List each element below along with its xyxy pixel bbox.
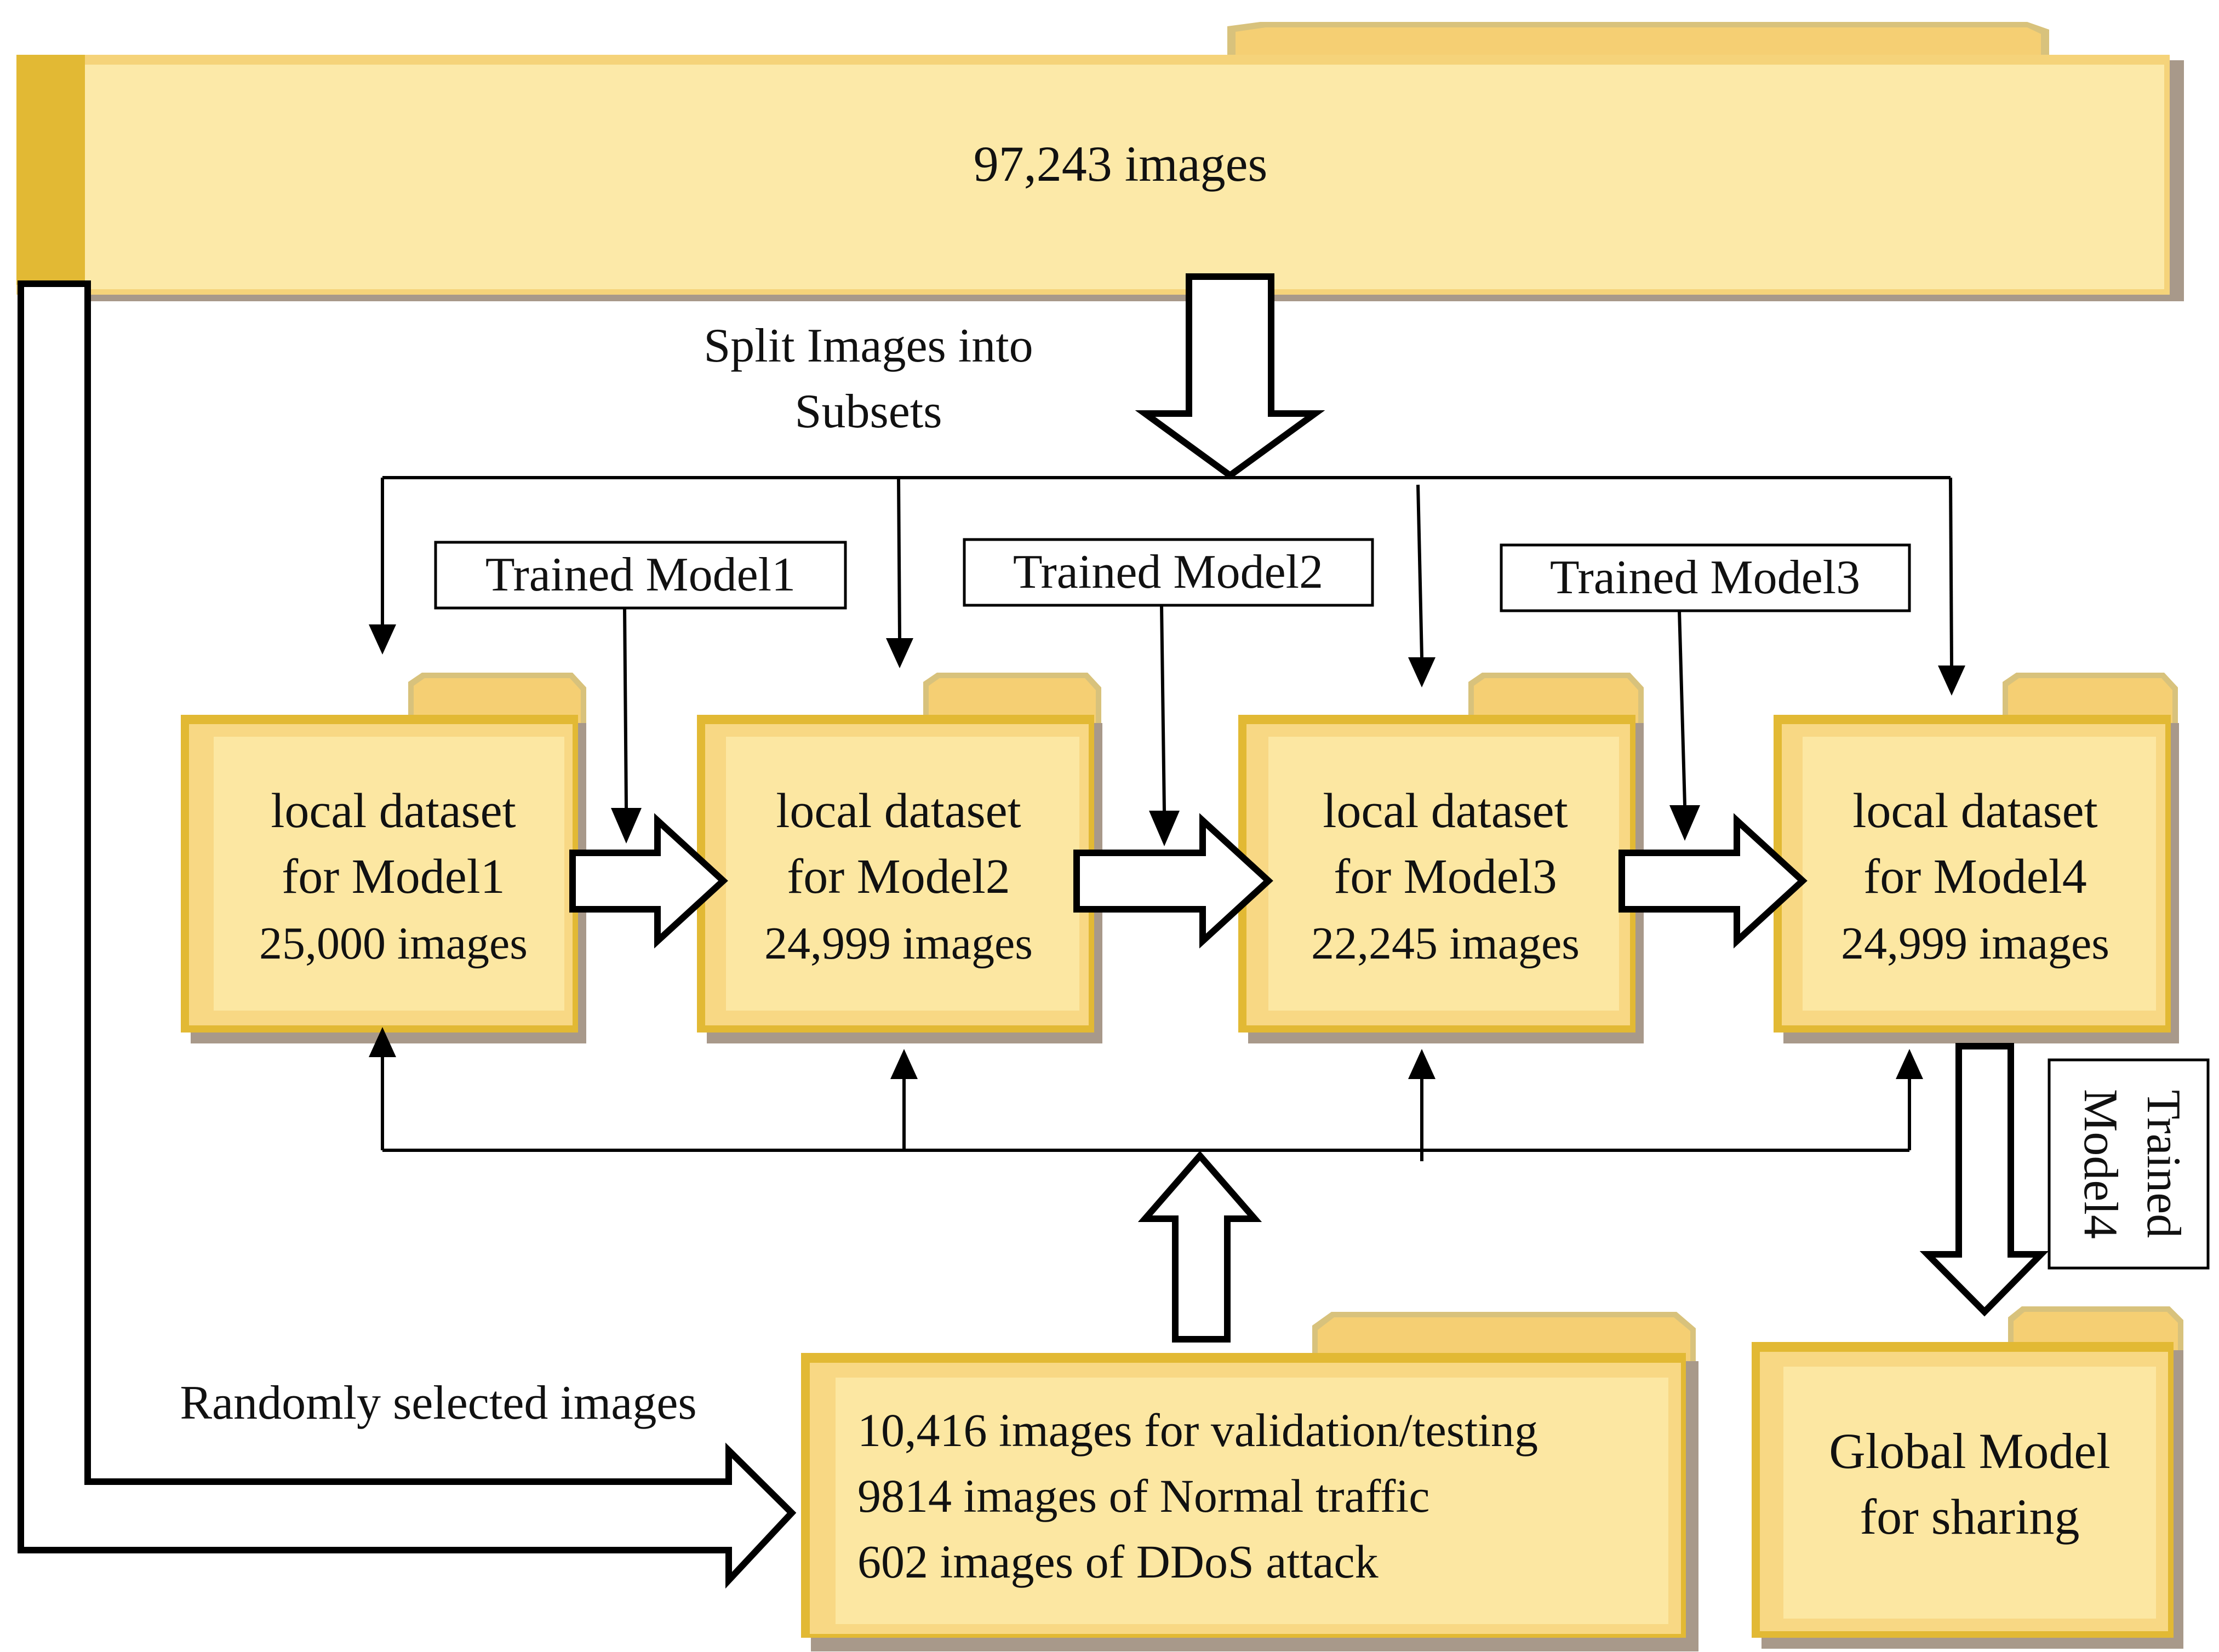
validation-up-arrow [1137, 1150, 1262, 1343]
model3-to-folder4-arrow [1619, 813, 1808, 949]
global-model-folder: Global Model for sharing [1752, 1306, 2183, 1649]
local-dataset-folder-1: local dataset for Model1 25,000 images [181, 673, 586, 1043]
arrowhead [1896, 1049, 1923, 1079]
arrowhead [1408, 1049, 1436, 1079]
folder-2-line2: for Model2 [787, 850, 1010, 904]
arrowhead [1938, 666, 1965, 696]
arrowhead [369, 624, 396, 655]
random-selection-label: Randomly selected images [180, 1376, 696, 1430]
top-folder: 97,243 images [16, 22, 2184, 301]
split-label-line1: Split Images into [704, 319, 1033, 372]
arrowhead [611, 808, 642, 844]
model4-to-global-arrow [1919, 1043, 2049, 1317]
svg-text:Trained Model3: Trained Model3 [1550, 551, 1860, 604]
folder-2-line1: local dataset [776, 784, 1021, 838]
model2-to-folder3-arrow [1073, 813, 1273, 949]
folder-4-line1: local dataset [1852, 784, 2097, 838]
validation-folder: 10,416 images for validation/testing 981… [801, 1312, 1698, 1651]
validation-line2: 9814 images of Normal traffic [857, 1470, 1429, 1522]
trained-model1-label: Trained Model1 [434, 541, 847, 844]
distribution-lines [369, 476, 1965, 696]
folder-3-line3: 22,245 images [1311, 918, 1580, 969]
arrowhead [1408, 657, 1436, 687]
folder-4-line2: for Model4 [1863, 850, 2086, 904]
svg-text:Trained Model2: Trained Model2 [1013, 546, 1323, 599]
trained-model2-label: Trained Model2 [963, 538, 1374, 846]
validation-line1: 10,416 images for validation/testing [857, 1404, 1538, 1456]
folder-1-line3: 25,000 images [259, 918, 528, 969]
validation-line3: 602 images of DDoS attack [857, 1535, 1379, 1588]
top-folder-label: 97,243 images [974, 136, 1268, 192]
arrowhead [369, 1027, 396, 1057]
folder-3-line2: for Model3 [1334, 850, 1557, 904]
arrowhead [1669, 805, 1700, 841]
arrowhead [1149, 811, 1180, 846]
folder-3-line1: local dataset [1323, 784, 1568, 838]
trained-model3-label: Trained Model3 [1500, 543, 1911, 841]
local-dataset-folder-3: local dataset for Model3 22,245 images [1238, 673, 1644, 1043]
global-model-line2: for sharing [1860, 1489, 2079, 1545]
split-arrow [1135, 273, 1325, 480]
split-label-line2: Subsets [795, 385, 942, 438]
global-model-line1: Global Model [1829, 1423, 2111, 1479]
local-dataset-folder-2: local dataset for Model2 24,999 images [697, 673, 1102, 1043]
validation-distribution-lines [369, 1027, 1923, 1161]
trained-model4-label: Trained Model4 [2048, 1058, 2210, 1270]
svg-text:Trained Model1: Trained Model1 [485, 548, 796, 601]
folder-2-line3: 24,999 images [764, 918, 1033, 969]
local-dataset-folder-4: local dataset for Model4 24,999 images [1774, 673, 2179, 1043]
folder-4-line3: 24,999 images [1841, 918, 2109, 969]
folder-1-line2: for Model1 [282, 850, 505, 904]
svg-text:Model4: Model4 [2074, 1089, 2127, 1239]
model1-to-folder2-arrow [569, 813, 728, 949]
random-selection-arrow [18, 280, 797, 1589]
svg-text:Trained: Trained [2137, 1090, 2190, 1238]
arrowhead [890, 1049, 918, 1079]
arrowhead [886, 638, 913, 668]
folder-1-line1: local dataset [271, 784, 516, 838]
